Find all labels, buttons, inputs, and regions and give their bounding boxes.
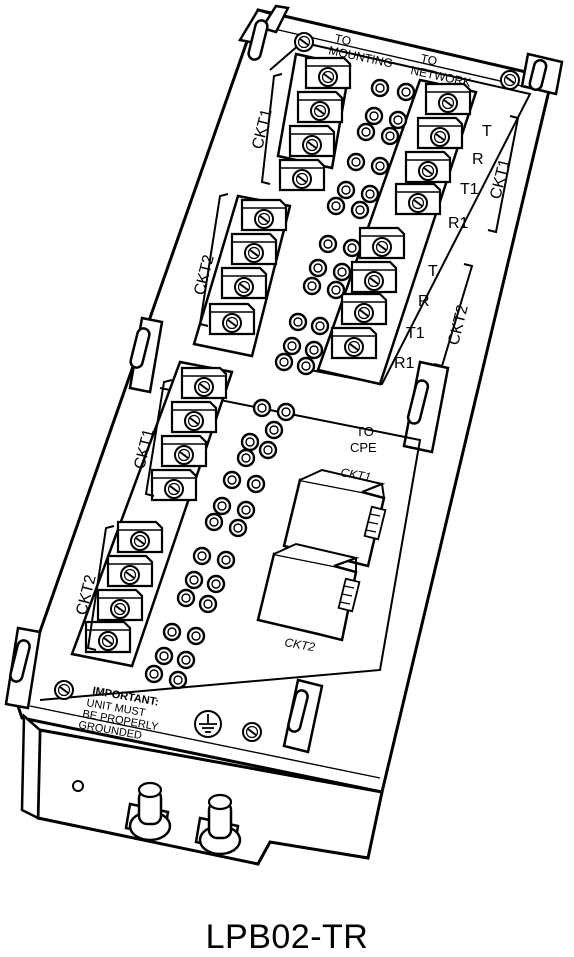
- rj-jack-ckt2: [256, 542, 361, 642]
- jack-ckt1-label: CKT1: [339, 465, 372, 484]
- tip-label-ckt2: T: [428, 263, 438, 280]
- rj-jack-ckt1: [282, 468, 387, 568]
- circuit-brackets: [86, 73, 520, 651]
- ground-symbol-icon: [194, 710, 222, 738]
- ring1-label-ckt2: R1: [394, 355, 415, 372]
- ring1-label-ckt1: R1: [448, 215, 469, 232]
- to-cpe-label-1: TO: [356, 424, 374, 439]
- terminal-block-mounting-upper: [276, 52, 352, 190]
- terminal-block-mounting-lower: [192, 194, 292, 358]
- terminal-block-network: [316, 78, 478, 386]
- ground-flange: [20, 713, 384, 866]
- ground-stud-left: [124, 781, 172, 842]
- to-network-label-1: TO: [419, 51, 438, 68]
- terminal-block-cpe: [70, 360, 234, 668]
- tip1-label-ckt2: T1: [406, 325, 425, 342]
- to-mounting-label-1: TO: [333, 31, 352, 48]
- tip-label-ckt1: T: [482, 123, 492, 140]
- mounting-brackets: [4, 4, 564, 754]
- to-cpe-label-2: CPE: [350, 440, 377, 455]
- ring-label-ckt1: R: [472, 151, 484, 168]
- jack-ckt2-label: CKT2: [283, 635, 316, 654]
- tip1-label-ckt1: T1: [460, 181, 479, 198]
- ground-stud-right: [194, 793, 242, 856]
- ring-label-ckt2: R: [418, 293, 430, 310]
- model-number: LPB02-TR: [205, 918, 369, 956]
